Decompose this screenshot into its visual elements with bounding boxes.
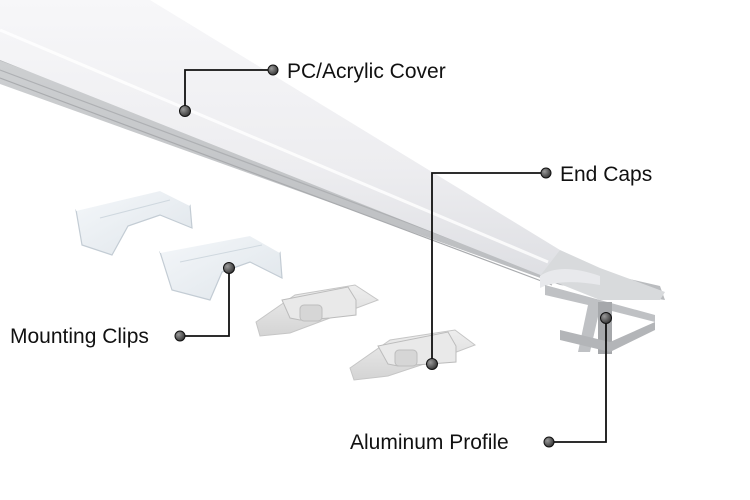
mounting-clips-leader-dot-end <box>174 330 186 342</box>
aluminum-profile-illustration <box>0 0 665 354</box>
cover-leader-line <box>184 69 273 111</box>
end-cap-1 <box>255 284 380 337</box>
mounting-clips-leader-dot-start <box>223 262 235 274</box>
cover-curved-edge <box>540 269 600 288</box>
end-caps-leader-dot-end <box>540 167 552 179</box>
mounting-clip-1 <box>75 188 193 256</box>
cover-label: PC/Acrylic Cover <box>287 60 446 83</box>
end-caps-leader-line <box>431 172 546 364</box>
profile-end-foot <box>560 322 655 352</box>
profile-leader-dot-start <box>600 312 612 324</box>
cover-leader-dot-end <box>267 64 279 76</box>
cover-highlight <box>0 28 549 264</box>
mounting-clips-label: Mounting Clips <box>10 325 149 348</box>
profile-leader-line <box>549 318 607 443</box>
mounting-clips-leader-line <box>180 268 230 337</box>
profile-channel-floor <box>540 250 665 300</box>
mounting-clip-2 <box>159 233 283 301</box>
cover-leader-dot-start <box>179 105 191 117</box>
end-cap-2 <box>349 329 477 381</box>
profile-ridge-3 <box>0 77 553 286</box>
profile-label: Aluminum Profile <box>350 431 509 454</box>
profile-leader-dot-end <box>543 436 555 448</box>
end-caps-leader-dot-start <box>426 358 438 370</box>
end-caps-label: End Caps <box>560 163 653 186</box>
profile-end-section <box>545 285 655 352</box>
